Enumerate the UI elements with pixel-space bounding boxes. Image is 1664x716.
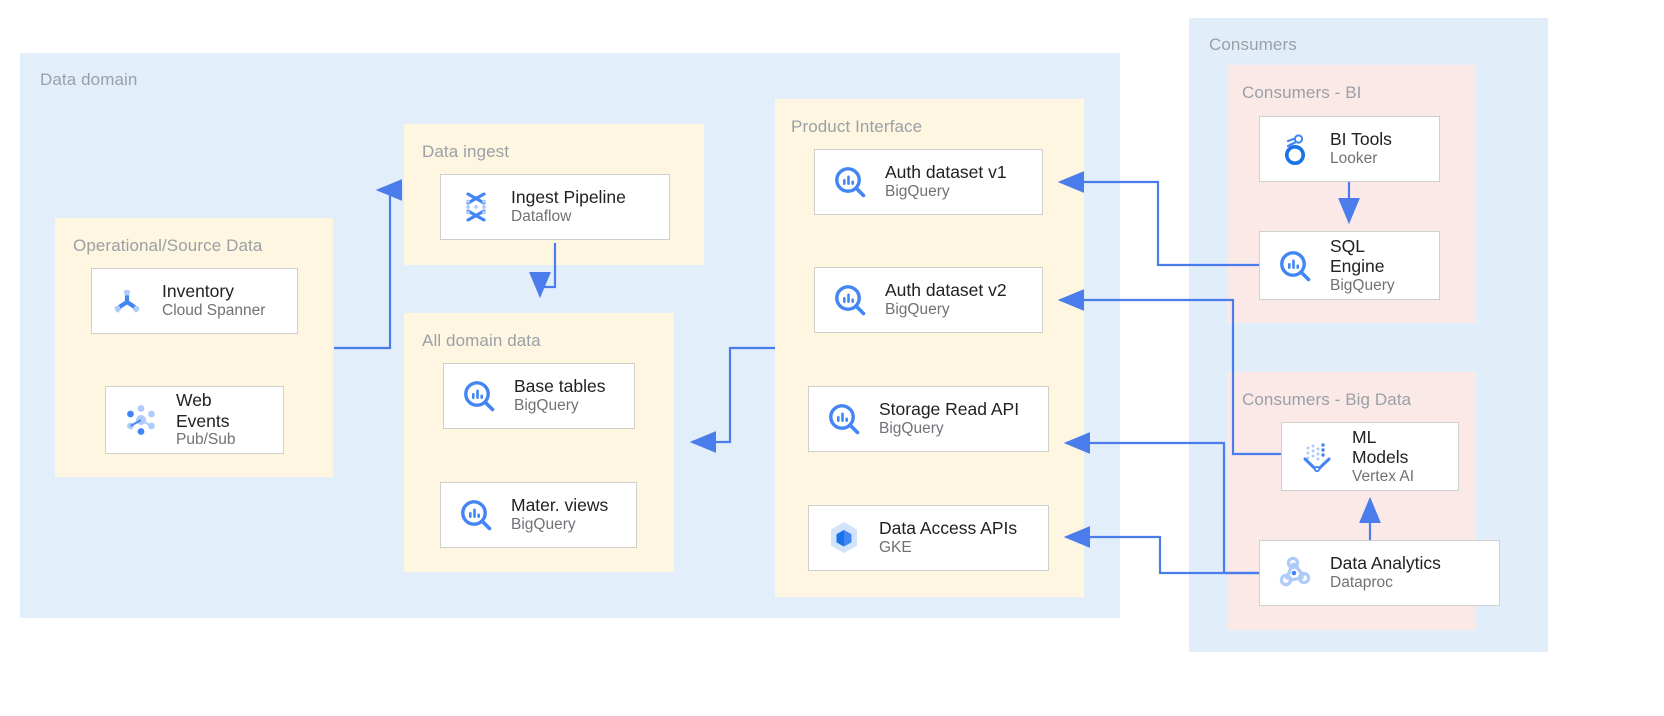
node-subtitle: BigQuery [885, 183, 950, 201]
node-title: Ingest Pipeline [511, 187, 626, 208]
node-subtitle: Looker [1330, 150, 1378, 168]
node-subtitle: BigQuery [885, 301, 950, 319]
node-title: Auth dataset v2 [885, 280, 1007, 301]
node-title: Auth dataset v1 [885, 162, 1007, 183]
node-subtitle: BigQuery [511, 516, 576, 534]
node-subtitle: Cloud Spanner [162, 302, 266, 320]
node-title: Web Events [176, 390, 230, 431]
node-inventory[interactable]: Inventory Cloud Spanner [91, 268, 298, 334]
node-storage-read-api[interactable]: Storage Read API BigQuery [808, 386, 1049, 452]
group-label-consumers-bi: Consumers - BI [1242, 83, 1362, 102]
bigquery-icon [1272, 243, 1318, 289]
node-title: Inventory [162, 281, 234, 302]
node-data-access-apis[interactable]: Data Access APIs GKE [808, 505, 1049, 571]
node-subtitle: BigQuery [879, 420, 944, 438]
node-title: Data Analytics [1330, 553, 1441, 574]
node-subtitle: Dataproc [1330, 574, 1393, 592]
node-base-tables[interactable]: Base tables BigQuery [443, 363, 635, 429]
group-label-consumers-big-data: Consumers - Big Data [1242, 390, 1412, 409]
node-title: SQL Engine [1330, 235, 1385, 277]
node-title: Base tables [514, 376, 606, 397]
node-bi-tools[interactable]: BI Tools Looker [1259, 116, 1440, 182]
node-subtitle: GKE [879, 539, 912, 557]
node-subtitle: Dataflow [511, 208, 572, 226]
node-data-analytics[interactable]: Data Analytics Dataproc [1259, 540, 1500, 606]
bigquery-icon [827, 159, 873, 205]
vertex-ai-icon [1294, 434, 1340, 480]
node-auth-dataset-v2[interactable]: Auth dataset v2 BigQuery [814, 267, 1043, 333]
dataproc-icon [1272, 550, 1318, 596]
group-label-data-domain: Data domain [40, 70, 138, 89]
node-auth-dataset-v1[interactable]: Auth dataset v1 BigQuery [814, 149, 1043, 215]
gke-icon [821, 515, 867, 561]
node-title: ML Models [1352, 426, 1409, 468]
node-subtitle: BigQuery [514, 397, 579, 415]
cloud-spanner-icon [104, 278, 150, 324]
node-ml-models[interactable]: ML Models Vertex AI [1281, 422, 1459, 491]
group-label-consumers: Consumers [1209, 35, 1297, 54]
node-sql-engine[interactable]: SQL Engine BigQuery [1259, 231, 1440, 300]
bigquery-icon [453, 492, 499, 538]
node-subtitle: Vertex AI [1352, 467, 1415, 485]
node-web-events[interactable]: Web Events Pub/Sub [105, 386, 284, 454]
group-label-product-interface: Product Interface [791, 117, 923, 136]
group-label-data-ingest: Data ingest [422, 142, 510, 161]
dataflow-icon [453, 184, 499, 230]
node-title: Mater. views [511, 495, 609, 516]
node-mater-views[interactable]: Mater. views BigQuery [440, 482, 637, 548]
bigquery-icon [821, 396, 867, 442]
node-title: BI Tools [1330, 129, 1392, 150]
node-ingest-pipeline[interactable]: Ingest Pipeline Dataflow [440, 174, 670, 240]
looker-icon [1272, 126, 1318, 172]
bigquery-icon [456, 373, 502, 419]
bigquery-icon [827, 277, 873, 323]
node-title: Storage Read API [879, 399, 1020, 420]
node-title: Data Access APIs [879, 518, 1018, 539]
node-subtitle: BigQuery [1330, 276, 1395, 294]
group-label-operational-source-data: Operational/Source Data [73, 236, 263, 255]
group-label-all-domain-data: All domain data [422, 331, 541, 350]
node-subtitle: Pub/Sub [176, 431, 236, 449]
pubsub-icon [118, 397, 164, 443]
